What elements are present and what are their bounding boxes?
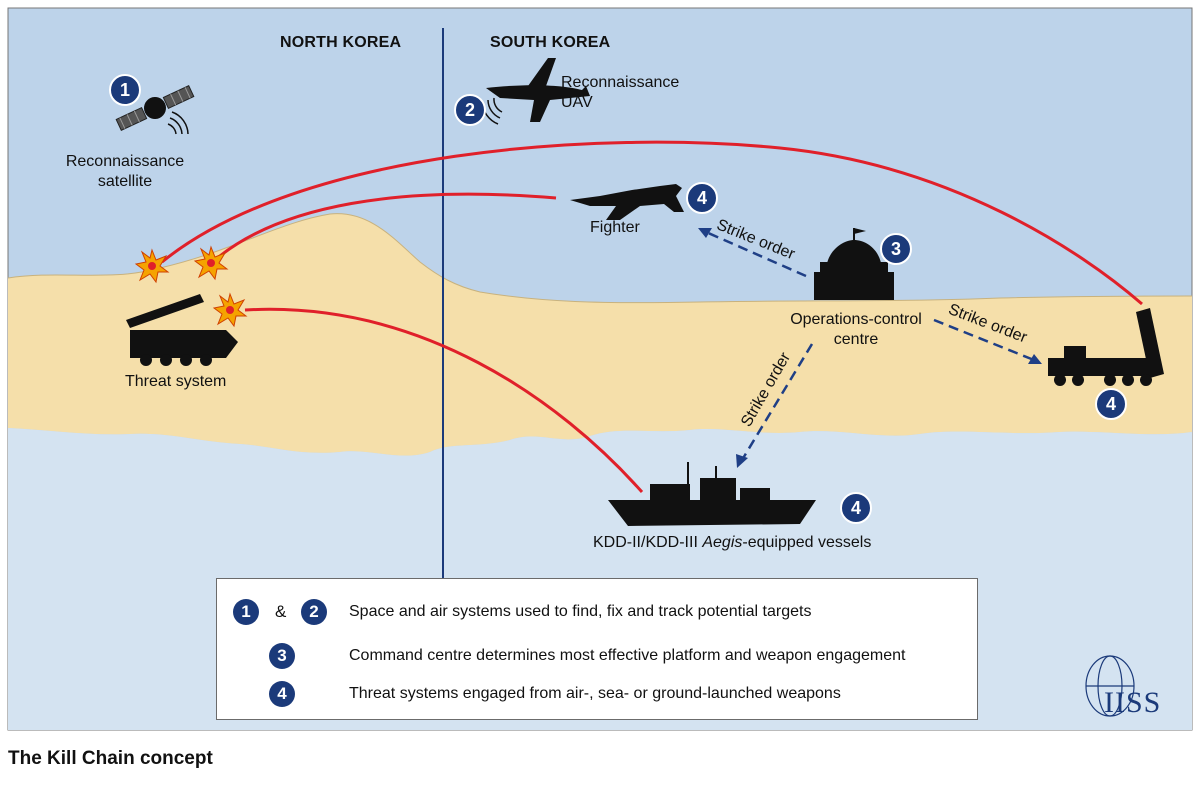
satellite-label-line2: satellite xyxy=(97,173,153,190)
coastline xyxy=(7,213,1193,304)
command-label-line1: Operations-control xyxy=(790,311,922,328)
threat-system-label: Threat system xyxy=(125,373,227,390)
strike-path-launcher xyxy=(161,140,1143,306)
vessels-label-suffix: -equipped vessels xyxy=(742,534,872,551)
vessels-label-italic: Aegis xyxy=(702,534,743,551)
satellite-label-line1: Reconnaissance xyxy=(65,153,185,170)
fighter-label: Fighter xyxy=(590,219,640,236)
explosion-icon xyxy=(193,245,229,281)
legend-text-2: Command centre determines most effective… xyxy=(349,647,906,664)
command-building-icon xyxy=(814,228,894,300)
explosion-icon xyxy=(134,248,170,284)
landmass xyxy=(8,213,1192,456)
step-badge-satellite: 1 xyxy=(109,74,141,106)
iiss-logo-text: IISS xyxy=(1104,686,1162,719)
step-badge-launcher: 4 xyxy=(1095,388,1127,420)
satellite-icon xyxy=(115,84,195,132)
strike-order-arrow-launcher xyxy=(933,318,1042,364)
step-badge-command: 3 xyxy=(880,233,912,265)
signal-waves-icon xyxy=(167,111,189,135)
fighter-jet-icon xyxy=(570,184,684,220)
legend-text-1: Space and air systems used to find, fix … xyxy=(349,603,812,620)
strike-path-fighter xyxy=(214,192,557,262)
legend-row-3: 4 Threat systems engaged from air-, sea-… xyxy=(217,681,977,711)
command-label: Operations-control centre xyxy=(776,310,936,350)
uav-icon xyxy=(481,58,590,125)
step-badge-uav: 2 xyxy=(454,94,486,126)
region-label-south: SOUTH KOREA xyxy=(490,34,611,51)
uav-label: Reconnaissance UAV xyxy=(561,73,679,113)
iiss-logo-icon xyxy=(1085,655,1135,717)
strike-path-vessels xyxy=(244,307,644,493)
vessels-label: KDD-II/KDD-III Aegis-equipped vessels xyxy=(593,533,871,553)
uav-label-line2: UAV xyxy=(561,94,593,111)
legend-row-1: 1 & 2 Space and air systems used to find… xyxy=(217,599,977,629)
legend-box: 1 & 2 Space and air systems used to find… xyxy=(216,578,978,720)
ground-launcher-icon xyxy=(1048,308,1164,386)
legend-badge-4: 4 xyxy=(269,681,295,707)
step-badge-vessels: 4 xyxy=(840,492,872,524)
legend-ampersand: & xyxy=(275,602,287,621)
legend-row-2: 3 Command centre determines most effecti… xyxy=(217,643,977,673)
satellite-label: Reconnaissance satellite xyxy=(50,152,200,192)
threat-launcher-icon xyxy=(126,294,238,366)
strike-order-arrow-vessels xyxy=(736,343,814,468)
strike-order-arrow-fighter xyxy=(698,228,807,278)
legend-badge-1: 1 xyxy=(233,599,259,625)
explosion-icon xyxy=(212,292,248,328)
figure-caption: The Kill Chain concept xyxy=(8,748,213,769)
legend-badge-2: 2 xyxy=(301,599,327,625)
region-label-north: NORTH KOREA xyxy=(280,34,402,51)
command-label-line2: centre xyxy=(833,331,879,348)
legend-text-3: Threat systems engaged from air-, sea- o… xyxy=(349,685,841,702)
step-badge-fighter: 4 xyxy=(686,182,718,214)
vessels-label-prefix: KDD-II/KDD-III xyxy=(593,534,703,551)
warship-icon xyxy=(608,462,816,526)
uav-label-line1: Reconnaissance xyxy=(561,74,680,91)
legend-badge-3: 3 xyxy=(269,643,295,669)
